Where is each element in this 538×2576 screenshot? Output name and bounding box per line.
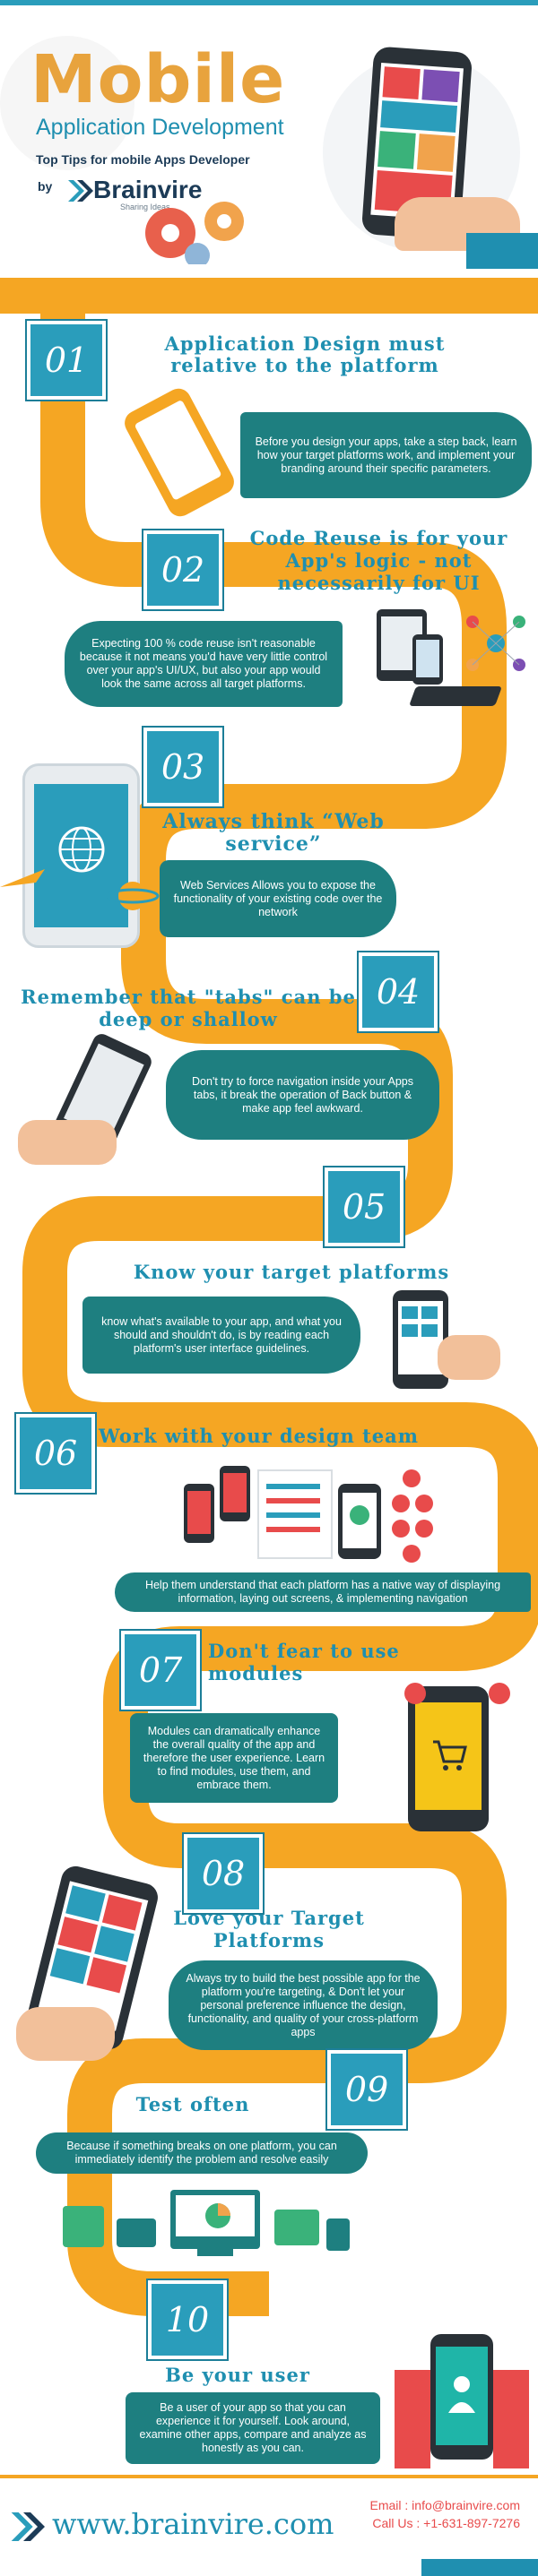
tip-04-number: 04 [359, 952, 438, 1031]
tagline: Top Tips for mobile Apps Developer [36, 152, 250, 167]
tip-03-number: 03 [143, 728, 222, 806]
footer-divider [0, 2475, 538, 2478]
footer-accent [421, 2559, 538, 2576]
tip-09-text: Because if something breaks on one platf… [36, 2132, 368, 2174]
brand-chevron-icon [68, 180, 93, 202]
tip-07-title: Don't fear to use modules [208, 1640, 400, 1684]
rocket-icon [0, 869, 45, 887]
by-label: by [38, 179, 53, 194]
tip-06-title: Work with your design team [99, 1425, 419, 1447]
page-title: Mobile [30, 41, 286, 118]
brand-logo: Brainvire Sharing Ideas [66, 174, 219, 211]
tip-01-number: 01 [27, 321, 106, 400]
tip-04-text: Don't try to force navigation inside you… [166, 1050, 439, 1140]
footer-url[interactable]: www.brainvire.com [52, 2507, 334, 2541]
tip-02-number: 02 [143, 530, 222, 609]
tip-08-title: Love your Target Platforms [173, 1907, 365, 1951]
tip-02-devices-illustration [377, 609, 529, 708]
sleeve [466, 233, 538, 269]
tip-07-text: Modules can dramatically enhance the ove… [130, 1713, 338, 1803]
tip-06-text: Help them understand that each platform … [115, 1572, 531, 1612]
tip-10-user-illustration [395, 2334, 529, 2468]
pie-icon [205, 2203, 230, 2228]
footer: www.brainvire.com Email : info@brainvire… [0, 2478, 538, 2576]
tip-03-text: Web Services Allows you to expose the fu… [160, 860, 396, 937]
tip-05-title: Know your target platforms [133, 1261, 450, 1283]
tip-05-phone-illustration [384, 1290, 500, 1389]
app-icons-cluster [392, 1469, 433, 1563]
tip-08-text: Always try to build the best possible ap… [169, 1960, 438, 2050]
tip-03-title: Always think “Web service” [162, 810, 385, 856]
tip-02-text: Expecting 100 % code reuse isn't reasona… [65, 621, 343, 707]
page-subtitle: Application Development [36, 115, 284, 140]
tip-05-text: know what's available to your app, and w… [82, 1297, 360, 1374]
brand-chevron-icon [11, 2512, 45, 2541]
tip-10-text: Be a user of your app so that you can ex… [126, 2392, 380, 2464]
tip-06-number: 06 [16, 1414, 95, 1493]
planet-icon [106, 882, 160, 910]
tip-06-design-illustration [184, 1459, 435, 1566]
tip-04-title: Remember that "tabs" can be deep or shal… [21, 986, 356, 1030]
module-icons [404, 1683, 510, 1704]
cart-icon [433, 1740, 467, 1770]
tip-07-phone-illustration [399, 1677, 516, 1839]
brand-name: Brainvire [93, 176, 203, 203]
road-path [0, 278, 538, 2316]
network-icon [466, 616, 525, 671]
tip-03-phone-illustration [22, 763, 140, 948]
tip-08-phone-illustration [16, 1863, 161, 2070]
globe-icon [58, 826, 105, 873]
tip-01-title: Application Design must relative to the … [164, 332, 446, 376]
tip-09-test-illustration [63, 2186, 350, 2267]
tip-10-number: 10 [148, 2280, 227, 2359]
tip-01-text: Before you design your apps, take a step… [240, 412, 532, 498]
user-icon [448, 2376, 475, 2413]
decor-circle [0, 36, 134, 170]
tip-08-number: 08 [184, 1834, 263, 1913]
header-top-strip [0, 0, 538, 5]
header: Mobile Application Development Top Tips … [0, 0, 538, 269]
tip-05-number: 05 [325, 1167, 404, 1246]
tip-09-number: 09 [327, 2050, 406, 2129]
footer-phone[interactable]: Call Us : +1-631-897-7276 [372, 2516, 520, 2530]
tip-02-title: Code Reuse is for your App's logic - not… [249, 527, 508, 594]
tip-09-title: Test often [135, 2093, 250, 2115]
tip-04-hand-phone-illustration [18, 1030, 161, 1183]
brand-tagline: Sharing Ideas [120, 202, 170, 211]
tip-07-number: 07 [121, 1631, 200, 1710]
gear-icon [145, 202, 244, 264]
tip-10-title: Be your user [165, 2364, 310, 2386]
footer-email[interactable]: Email : info@brainvire.com [369, 2498, 521, 2512]
